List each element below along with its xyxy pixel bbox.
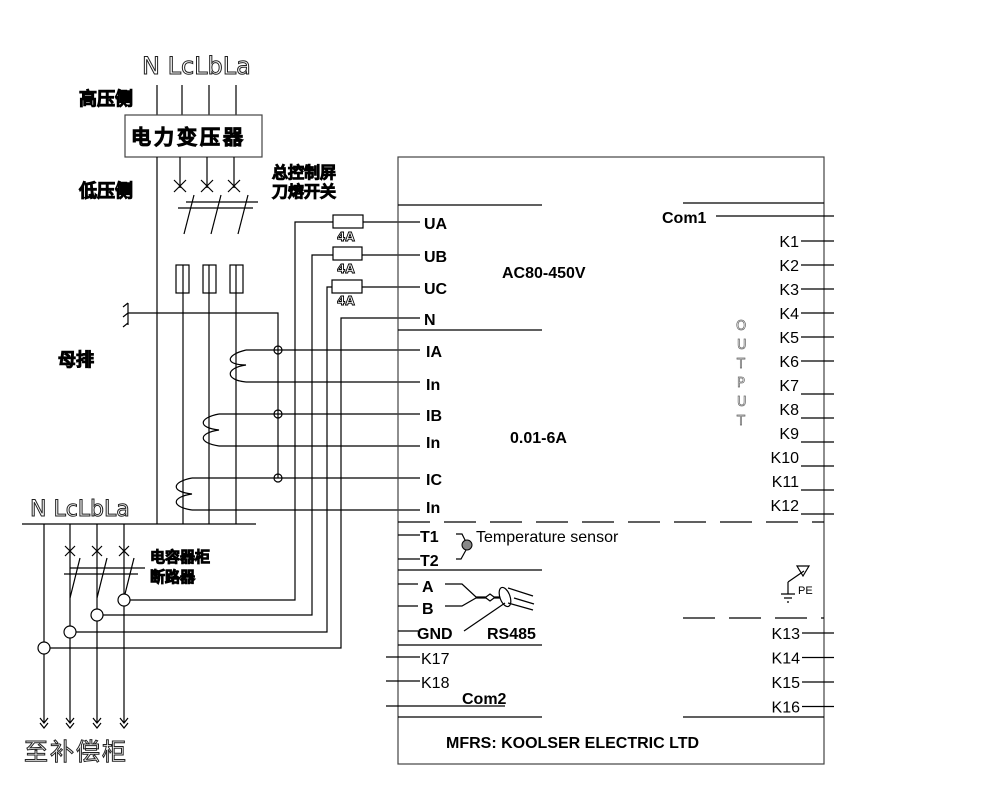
relay-terminal-k5: K5 [779, 330, 799, 347]
manufacturer-label: MFRS: KOOLSER ELECTRIC LTD [446, 735, 699, 752]
relay-terminal-k16: K16 [772, 700, 801, 717]
terminal-a: A [422, 579, 434, 596]
relay-terminal-k15: K15 [772, 675, 801, 692]
pe-ground-icon [781, 565, 811, 603]
relay-terminal-k7: K7 [779, 378, 799, 395]
ct-coil-a-icon [229, 349, 247, 383]
hv-phase-labels: N LcLbLa [142, 52, 251, 80]
to-cabinet-label: 至补偿柜 [24, 738, 128, 766]
terminal-uc: UC [424, 281, 448, 298]
terminal-ia: IA [426, 344, 442, 361]
main-switch-label-1: 总控制屏 [272, 163, 336, 182]
low-side-label: 低压侧 [78, 180, 133, 202]
relay-terminal-k11: K11 [772, 474, 799, 491]
terminal-ic: IC [426, 472, 442, 489]
terminal-t1: T1 [420, 529, 439, 546]
output-letter: U [737, 338, 747, 353]
com1-label: Com1 [662, 210, 707, 227]
rs485-cable-icon [445, 583, 535, 632]
output-letter: O [736, 319, 746, 334]
terminal-k18: K18 [421, 675, 450, 692]
fuse-ub [332, 246, 363, 261]
terminal-gnd: GND [417, 626, 453, 643]
transformer-box [124, 114, 263, 158]
voltage-range: AC80-450V [502, 265, 586, 282]
terminal-in-a: In [426, 377, 440, 394]
fuse-uc [331, 279, 363, 294]
terminal-b: B [422, 601, 434, 618]
temp-sensor-label: Temperature sensor [476, 529, 619, 546]
device-box [397, 156, 825, 765]
terminal-in-b: In [426, 435, 440, 452]
relay-terminal-k9: K9 [779, 426, 799, 443]
terminal-k17: K17 [421, 651, 450, 668]
fuse-ua [332, 214, 364, 229]
busbar-label: 母排 [58, 349, 94, 371]
terminal-n: N [424, 312, 436, 329]
relay-terminal-k13: K13 [772, 626, 801, 643]
ct-common-wire [128, 312, 279, 478]
high-side-label: 高压侧 [79, 88, 133, 110]
fuse-ua-rating: 4A [337, 230, 355, 244]
com2-label: Com2 [462, 691, 507, 708]
ground-symbol-icon [122, 302, 129, 328]
relay-terminal-k14: K14 [772, 651, 801, 668]
breaker-label-1: 电容器柜 [150, 548, 210, 566]
relay-terminal-k4: K4 [779, 306, 799, 323]
output-letter: T [736, 357, 745, 372]
uc-wire [70, 286, 420, 633]
terminal-ib: IB [426, 408, 442, 425]
fuse-ub-rating: 4A [337, 262, 355, 276]
ua-wire [126, 221, 420, 601]
ub-wire [98, 254, 420, 616]
main-switch-label-2: 刀熔开关 [272, 182, 336, 201]
fuse-uc-rating: 4A [337, 294, 355, 308]
output-letter: U [737, 395, 747, 410]
relay-terminal-k8: K8 [779, 402, 799, 419]
current-range: 0.01-6A [510, 430, 567, 447]
terminal-ub: UB [424, 249, 447, 266]
cap-phase-labels: N LcLbLa [30, 497, 130, 522]
output-letter: P [737, 376, 745, 391]
output-letter: T [736, 414, 745, 429]
rs485-label: RS485 [487, 626, 536, 643]
cap-breaker [37, 524, 145, 722]
relay-terminal-k3: K3 [779, 282, 799, 299]
n-wire [44, 317, 420, 649]
relay-terminal-k10: K10 [771, 450, 800, 467]
ct-coil-b-icon [202, 413, 220, 447]
busbar [175, 264, 244, 524]
terminal-ua: UA [424, 216, 448, 233]
temperature-sensor-icon [461, 539, 473, 551]
ct-coil-c-icon [175, 477, 193, 511]
relay-terminal-k2: K2 [779, 258, 799, 275]
transformer-label: 电力变压器 [131, 125, 246, 149]
terminal-in-c: In [426, 500, 440, 517]
relay-terminal-k6: K6 [779, 354, 799, 371]
relay-terminal-k12: K12 [771, 498, 800, 515]
pe-label: PE [798, 585, 813, 597]
arrow-down-icons [39, 717, 129, 729]
terminal-t2: T2 [420, 553, 439, 570]
breaker-label-2: 断路器 [150, 568, 196, 586]
main-switch [173, 157, 258, 235]
relay-terminal-k1: K1 [779, 234, 799, 251]
